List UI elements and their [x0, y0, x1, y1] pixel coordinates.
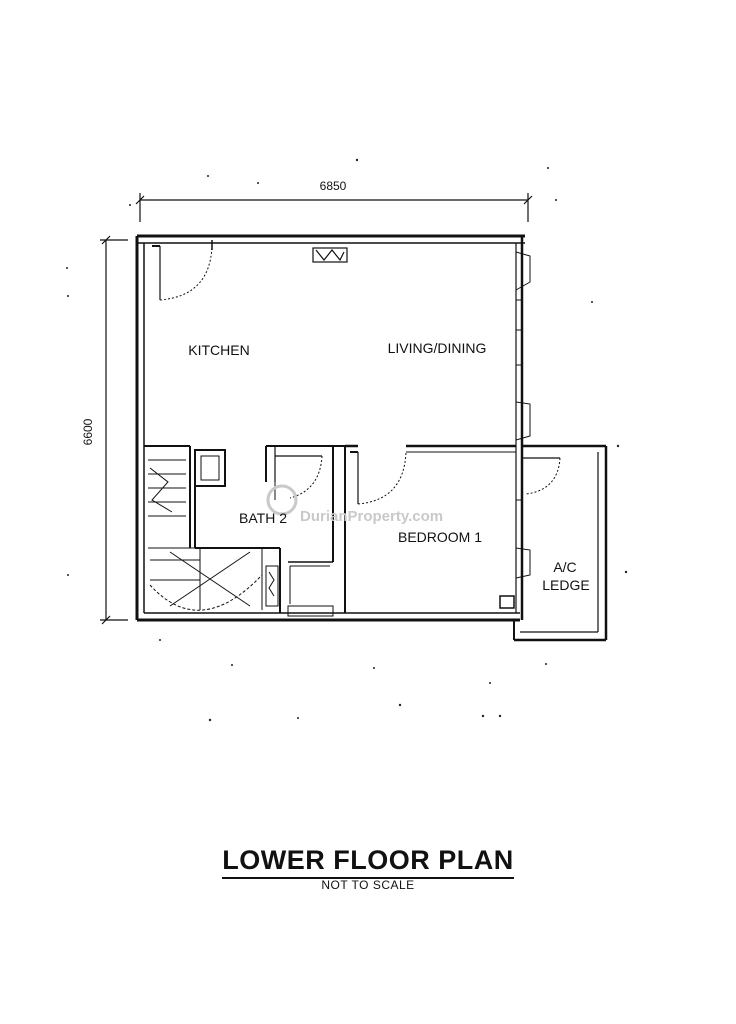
- scan-specks: [66, 158, 628, 722]
- staircase: [148, 459, 263, 611]
- bedroom-door: [350, 451, 407, 505]
- watermark: DurianProperty.com: [266, 484, 443, 525]
- interior-walls: [144, 444, 516, 617]
- ac-ledge-label-line2: LEDGE: [542, 577, 589, 593]
- height-dimension-label: 6600: [81, 418, 95, 445]
- ac-ledge-label-line1: A/C: [553, 559, 576, 575]
- ac-ledge-outline: [513, 444, 608, 642]
- plan-title: LOWER FLOOR PLAN: [0, 845, 736, 879]
- bath-label: BATH 2: [239, 510, 287, 526]
- bedroom-label: BEDROOM 1: [398, 529, 482, 545]
- vent-symbol: [312, 247, 348, 263]
- width-dimension-label: 6850: [320, 179, 347, 193]
- height-dimension: [100, 235, 128, 625]
- right-windows: [515, 251, 531, 579]
- watermark-text: DurianProperty.com: [300, 508, 443, 525]
- outer-walls: [135, 234, 525, 622]
- kitchen-label: KITCHEN: [188, 342, 249, 358]
- plan-subtitle: NOT TO SCALE: [321, 878, 415, 892]
- living-dining-label: LIVING/DINING: [388, 340, 487, 356]
- bath-fixtures: [265, 565, 330, 607]
- bath-door: [274, 455, 323, 500]
- width-dimension: [135, 193, 533, 222]
- kitchen-door: [152, 240, 213, 301]
- plan-title-text: LOWER FLOOR PLAN: [222, 845, 514, 879]
